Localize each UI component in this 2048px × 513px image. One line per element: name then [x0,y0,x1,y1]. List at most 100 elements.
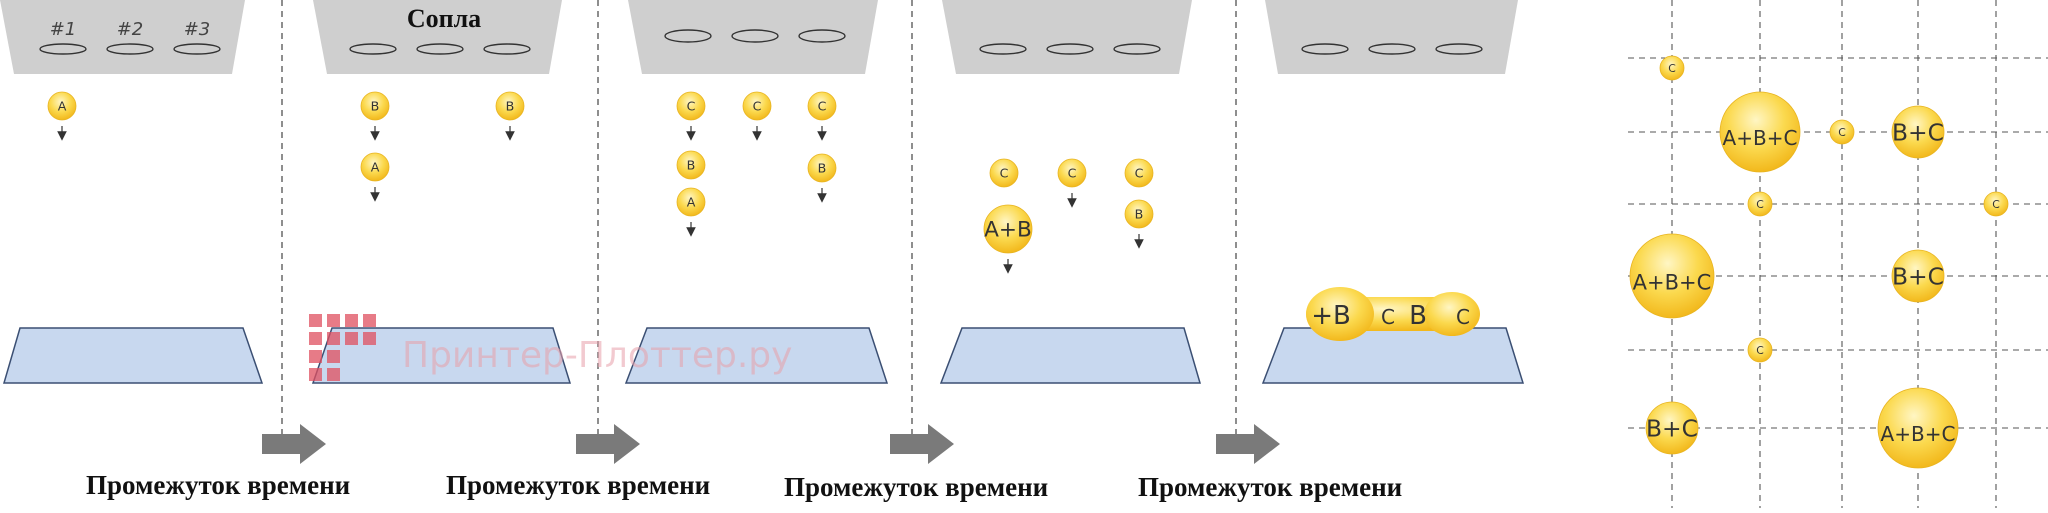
merged-label: C [1456,305,1470,329]
platform-4 [939,327,1201,384]
droplet-circle [1983,191,2009,217]
nozzle-opening [416,43,464,55]
time-arrow-3 [890,424,954,464]
droplet-circle [1629,233,1715,319]
nozzle-opening [1046,43,1094,55]
droplet-circle [1719,91,1801,173]
nozzle-opening [349,43,397,55]
platforms [3,327,1525,384]
merged-label: C [1381,305,1395,329]
droplet: A+B+C [1629,233,1715,319]
nozzle-block-4 [942,0,1192,74]
droplet: C [676,91,706,141]
droplet-label: C [687,98,696,113]
time-arrow-2 [576,424,640,464]
droplet-circle [1124,199,1154,229]
droplet-label: A [58,98,67,113]
droplet-label: B [371,98,380,113]
droplet-label: A [371,159,380,174]
nozzle-opening [1113,43,1161,55]
droplet-label: A [687,194,696,209]
droplet: B+C [1891,105,1945,159]
droplet-label: B [1135,206,1144,221]
droplet-circle [742,91,772,121]
droplet-circle [1747,191,1773,217]
nozzle-opening [664,29,712,43]
nozzle-block-3 [628,0,878,74]
droplet-circle [989,158,1019,188]
droplet: A+B+C [1719,91,1801,173]
droplet: C [1747,337,1773,363]
nozzle-block-1: #1 #2 #3 [0,0,245,74]
droplet: B [676,150,706,180]
droplet-circle [676,187,706,217]
droplet-label: C [1756,344,1764,357]
droplet-label: C [818,98,827,113]
droplet-circle [676,91,706,121]
droplet-label: C [1992,198,2000,211]
nozzle-opening [39,43,87,55]
panel-separators [281,0,1237,440]
merged-label: B [1409,301,1427,331]
merged-label: +B [1311,301,1351,331]
droplet-circle [47,91,77,121]
time-step-label-3: Промежуток времени [784,472,1048,502]
droplet: A+B+C [1877,387,1959,469]
nozzle-opening [173,43,221,55]
droplet-label: B [818,160,827,175]
watermark: Принтер-Плоттер.ру [309,314,792,381]
droplet: C [742,91,772,141]
time-step-label-2: Промежуток времени [446,470,710,500]
droplet-label: C [1668,62,1676,75]
droplet-circle [1891,249,1945,303]
droplet-circle [983,204,1033,254]
nozzle-number-2: #2 [117,19,144,40]
droplet-label: B+C [1892,118,1944,146]
droplet: A [676,187,706,237]
droplet-circle [807,153,837,183]
droplet: B [807,153,837,203]
droplet-label: C [1000,165,1009,180]
droplet: B [1124,199,1154,249]
merged-blob [1306,287,1480,341]
droplet-label: A+B+C [1723,126,1798,150]
droplet-circle [1659,55,1685,81]
droplet-label: B+C [1892,262,1944,290]
droplet-label: A+B+C [1633,270,1712,294]
time-arrow-1 [262,424,326,464]
droplet-circle [1891,105,1945,159]
platform-5 [1261,327,1525,384]
droplet-label: B+C [1646,414,1698,442]
droplet-circle [360,152,390,182]
nozzle-block-5 [1265,0,1518,74]
nozzle-blocks: #1 #2 #3 Сопла [0,0,1518,74]
time-step-label-1: Промежуток времени [86,470,350,500]
merged-blob-end [1424,292,1480,336]
droplet: B [360,91,390,141]
droplet: B+C [1891,249,1945,303]
droplet-label: A+B [984,218,1032,243]
droplet-circle [1747,337,1773,363]
nozzle-title: Сопла [407,4,481,33]
droplet: C [989,158,1019,188]
droplet: A [360,152,390,202]
watermark-logo [309,314,376,381]
nozzle-number-3: #3 [184,19,211,40]
droplet-label: C [1838,126,1846,139]
nozzle-opening [1301,43,1349,55]
droplet-circle [495,91,525,121]
droplet-circle [807,91,837,121]
droplet-circle [1057,158,1087,188]
platform-3 [624,327,889,384]
platform-2 [311,327,572,384]
droplet: C [807,91,837,141]
droplet-circle [1124,158,1154,188]
time-arrows [262,424,1280,464]
droplet: C [1829,119,1855,145]
droplet: C [1659,55,1685,81]
droplet-circle [1645,401,1699,455]
